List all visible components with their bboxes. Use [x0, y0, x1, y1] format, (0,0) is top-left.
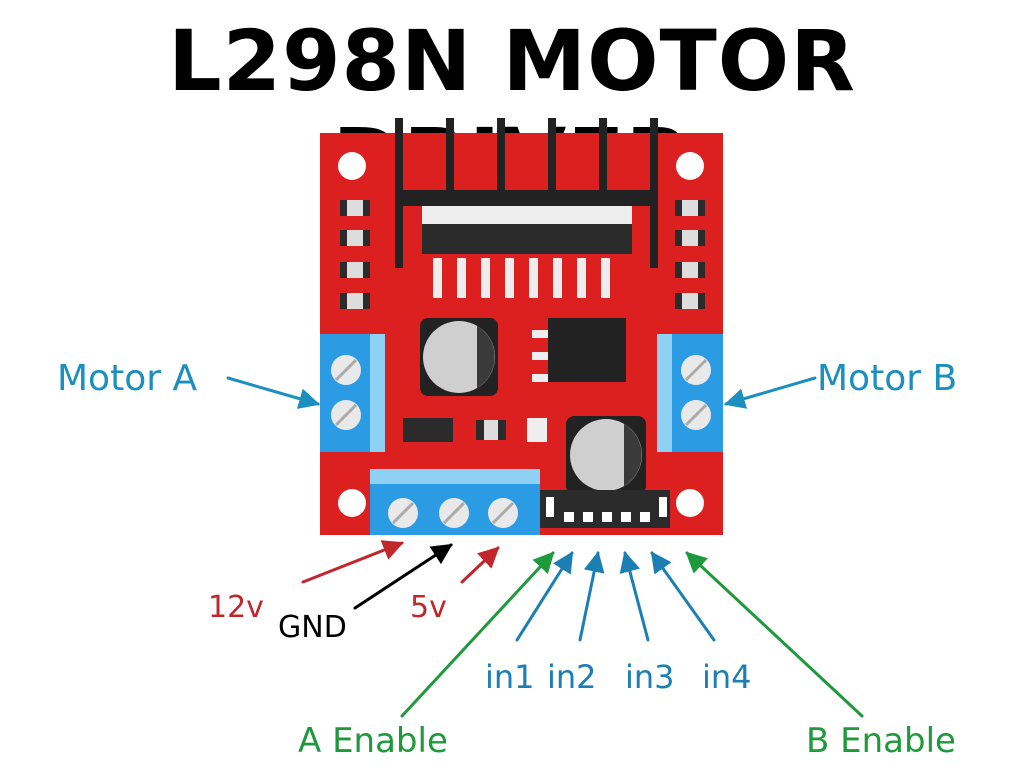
b-enable-arrow: [685, 551, 864, 718]
motor-b-label: Motor B: [817, 358, 957, 399]
heatsink: [395, 118, 658, 268]
v5-label: 5v: [410, 590, 447, 625]
a-enable-label: A Enable: [298, 721, 448, 761]
smd-components-right: [675, 200, 705, 309]
v12-label: 12v: [208, 590, 264, 625]
smd-components-left: [340, 200, 370, 309]
v5-arrow: [460, 546, 500, 584]
mounting-hole: [676, 489, 704, 517]
v12-arrow: [301, 540, 404, 584]
mounting-hole: [676, 152, 704, 180]
motor-b-arrow: [723, 376, 817, 409]
capacitor: [566, 416, 646, 494]
motor-b-terminal: [657, 334, 723, 452]
a-enable-arrow: [400, 551, 555, 718]
capacitor: [420, 318, 498, 396]
mounting-hole: [338, 152, 366, 180]
gnd-label: GND: [278, 610, 347, 645]
in3-arrow: [619, 550, 650, 642]
in4-label: in4: [702, 658, 752, 696]
voltage-regulator: [532, 318, 626, 382]
in3-label: in3: [625, 658, 675, 696]
in2-label: in2: [547, 658, 597, 696]
power-terminal: [370, 469, 540, 535]
motor-a-terminal: [320, 334, 385, 452]
motor-a-label: Motor A: [57, 358, 197, 399]
motor-a-arrow: [226, 376, 321, 409]
in4-arrow: [650, 551, 716, 642]
gnd-arrow: [353, 543, 453, 610]
in1-label: in1: [485, 658, 535, 696]
smd-components-middle: [403, 418, 547, 442]
mounting-hole: [338, 489, 366, 517]
b-enable-label: B Enable: [806, 721, 956, 761]
in1-arrow: [515, 551, 574, 642]
chip-pins: [433, 258, 610, 298]
control-header: [540, 490, 670, 528]
in2-arrow: [578, 550, 605, 642]
